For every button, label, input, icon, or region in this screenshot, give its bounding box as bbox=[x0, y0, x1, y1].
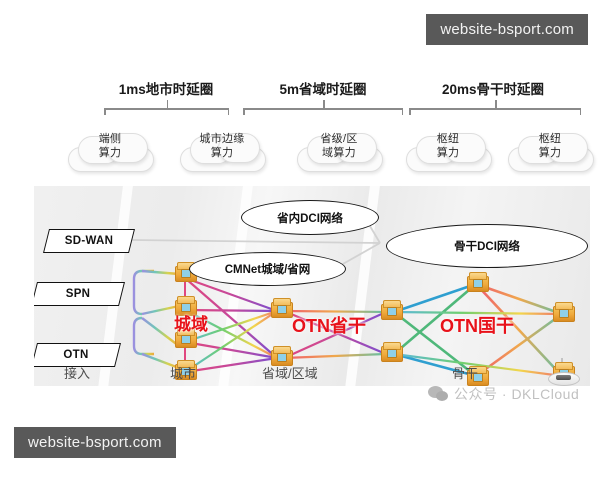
region-label-otn-province: OTN省干 bbox=[292, 316, 366, 336]
cloud-label-line1: 枢纽 bbox=[538, 133, 562, 145]
router-icon bbox=[466, 366, 489, 386]
network-ellipse-province-dci[interactable]: 省内DCI网络 bbox=[241, 200, 379, 235]
watermark-top-right: website-bsport.com bbox=[426, 14, 588, 45]
router-icon bbox=[466, 272, 489, 292]
access-tag-spn[interactable]: SPN bbox=[34, 282, 125, 306]
bracket-province bbox=[243, 100, 403, 116]
compute-cloud-city-edge: 城市边缘 算力 bbox=[180, 131, 266, 172]
compute-cloud-hub-2: 枢纽 算力 bbox=[508, 131, 594, 172]
column-label-access: 接入 bbox=[64, 366, 91, 381]
router-icon bbox=[174, 328, 197, 348]
router-icon bbox=[270, 298, 293, 318]
network-links bbox=[131, 215, 564, 382]
region-label-otn-national: OTN国干 bbox=[440, 316, 514, 336]
cloud-label-line2: 算力 bbox=[98, 146, 122, 159]
wechat-watermark: 公众号 · DKLCloud bbox=[428, 384, 579, 404]
cloud-label-line1: 枢纽 bbox=[436, 133, 460, 145]
column-label-province: 省域/区域 bbox=[262, 366, 318, 381]
compute-cloud-hub-1: 枢纽 算力 bbox=[406, 131, 492, 172]
tier-label-metro: 1ms地市时延圈 bbox=[118, 82, 214, 97]
column-label-backbone: 骨干 bbox=[452, 366, 479, 381]
router-icon bbox=[380, 342, 403, 362]
access-tag-sd-wan[interactable]: SD-WAN bbox=[43, 229, 135, 253]
terminal-mouse-icon bbox=[548, 370, 580, 386]
cloud-label-line1: 城市边缘 bbox=[199, 133, 245, 145]
bracket-backbone bbox=[409, 100, 581, 116]
compute-cloud-province: 省级/区 域算力 bbox=[297, 131, 383, 172]
access-tag-label: SPN bbox=[65, 288, 91, 300]
router-icon bbox=[174, 296, 197, 316]
network-panel: SD-WAN SPN OTN 省内DCI网络 CMNet城域/省网 骨干DCI网… bbox=[34, 186, 590, 386]
cloud-label-line1: 端侧 bbox=[98, 133, 122, 145]
compute-cloud-device: 端侧 算力 bbox=[68, 131, 154, 172]
wechat-watermark-text: 公众号 · DKLCloud bbox=[454, 386, 580, 402]
cloud-label-line2: 算力 bbox=[538, 146, 562, 159]
cloud-label-line2: 算力 bbox=[210, 146, 234, 159]
tier-label-province: 5m省域时延圈 bbox=[279, 82, 367, 97]
router-icon bbox=[552, 302, 575, 322]
access-tag-label: SD-WAN bbox=[64, 235, 114, 247]
network-ellipse-backbone-dci[interactable]: 骨干DCI网络 bbox=[386, 224, 588, 268]
router-icon bbox=[270, 346, 293, 366]
column-label-city: 城市 bbox=[170, 366, 197, 381]
region-label-metro: 城域 bbox=[174, 315, 208, 334]
cloud-label-line2: 域算力 bbox=[322, 146, 356, 159]
watermark-bottom-left: website-bsport.com bbox=[14, 427, 176, 458]
bracket-metro bbox=[104, 100, 229, 116]
cloud-label-line1: 省级/区 bbox=[320, 133, 358, 145]
wechat-icon bbox=[428, 385, 448, 403]
router-icon bbox=[380, 300, 403, 320]
cloud-label-line2: 算力 bbox=[436, 146, 460, 159]
router-icon bbox=[174, 360, 197, 380]
network-ellipse-cmnet[interactable]: CMNet城域/省网 bbox=[189, 252, 346, 286]
tier-label-backbone: 20ms骨干时延圈 bbox=[441, 82, 545, 97]
